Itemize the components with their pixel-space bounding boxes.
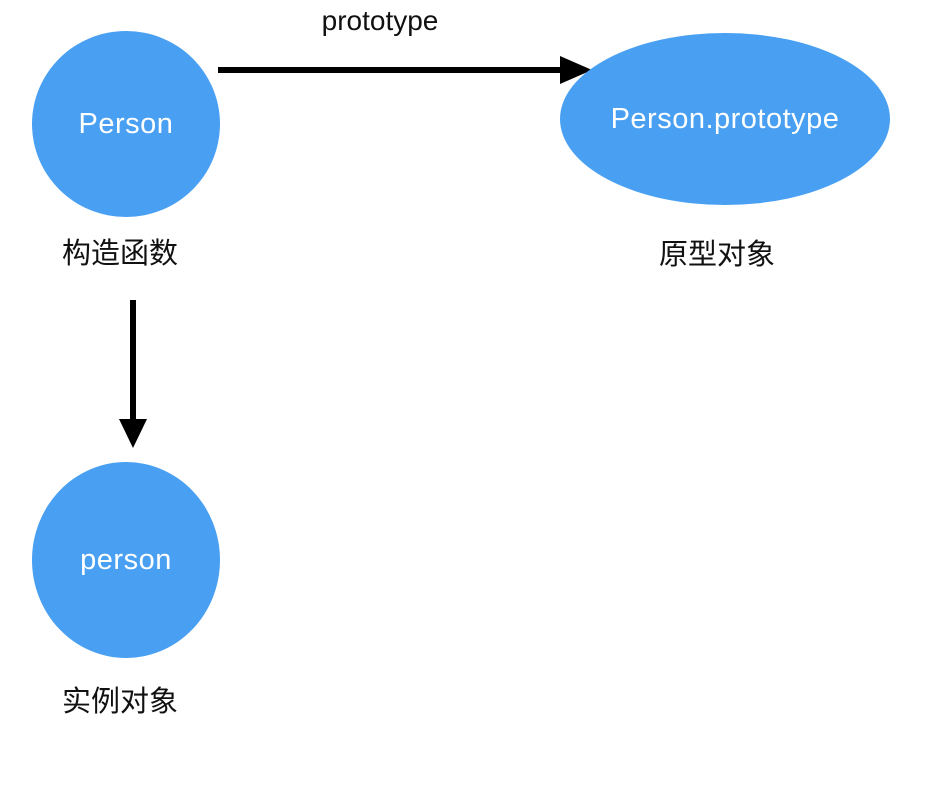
instance-arrow [119,300,147,448]
caption-instance-object: 实例对象 [61,686,179,718]
edge-label-prototype: prototype [321,5,439,36]
node-constructor-label: Person [78,107,174,140]
caption-prototype-object: 原型对象 [658,239,776,271]
node-instance-object: person [32,462,220,658]
node-instance-label: person [80,543,172,576]
caption-constructor-function: 构造函数 [61,238,179,270]
prototype-arrow [218,56,592,84]
instance-arrowhead-icon [119,419,147,448]
prototype-arrowhead-icon [560,56,592,84]
node-prototype-object: Person.prototype [560,33,890,205]
node-constructor-function: Person [32,31,220,217]
node-prototype-label: Person.prototype [610,102,840,135]
